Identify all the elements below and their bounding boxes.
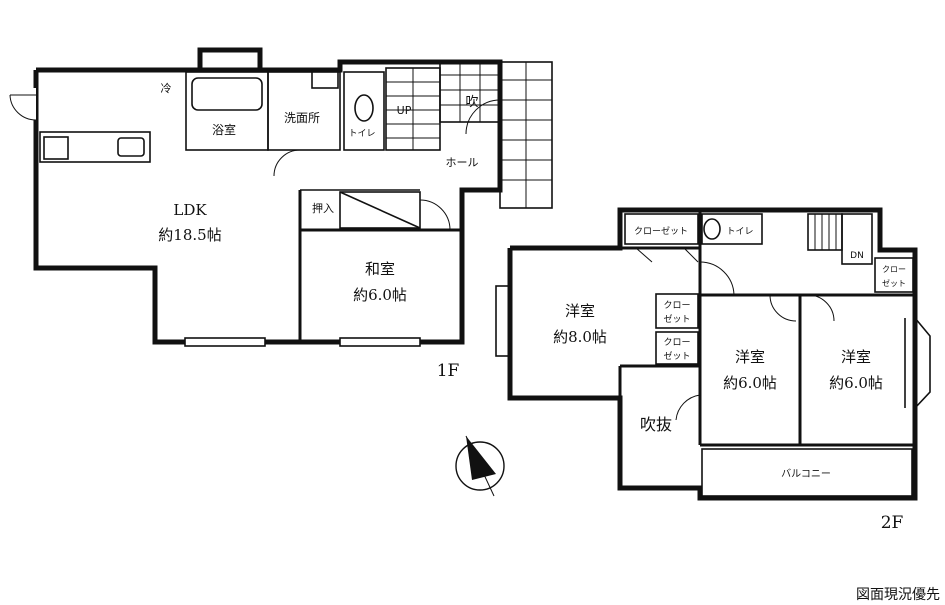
hall-door: [465, 99, 501, 135]
closet-c: [874, 257, 914, 293]
west1-door: [635, 247, 699, 263]
stairs-2f: [807, 213, 873, 265]
closet-top-label: クローゼット: [634, 225, 688, 237]
closet-a-label2: ゼット: [663, 313, 690, 325]
north-arrow-icon: [455, 435, 505, 497]
washbasin: [311, 69, 339, 89]
bathroom-wall: [185, 71, 269, 151]
stairs-top-label: 吹: [465, 95, 478, 110]
washroom-label: 洗面所: [284, 111, 320, 125]
floor1-outer-wall: [33, 59, 503, 345]
toilet-2f-label: トイレ: [726, 227, 753, 237]
floor1-label: 1F: [437, 361, 460, 381]
closet-b: [655, 331, 699, 365]
hallway-door: [699, 261, 735, 296]
top-bump-wall: [197, 47, 263, 70]
hall-label: ホール: [446, 156, 479, 169]
washroom-wall: [267, 71, 341, 151]
dn-label: DN: [850, 251, 864, 261]
ldk-door: [273, 149, 301, 177]
stairs-1f: [385, 67, 441, 151]
balcony-area: [701, 448, 913, 497]
closet-top: [624, 213, 699, 245]
west2-door: [769, 294, 797, 322]
western1-name: 洋室: [565, 302, 595, 320]
toilet-bowl: [354, 94, 374, 122]
oshiire-label: 押入: [312, 201, 334, 215]
ldk-size: 約18.5帖: [158, 226, 221, 244]
note-label: 図面現況優先: [856, 587, 940, 603]
bathtub: [191, 77, 263, 111]
washitsu-name: 和室: [365, 260, 395, 278]
window-west1: [495, 285, 511, 357]
toilet-wall: [343, 71, 385, 151]
sink: [117, 137, 145, 157]
floor-2: [495, 207, 931, 501]
ldk-name: LDK: [173, 201, 207, 219]
fukinuke-door: [675, 394, 701, 421]
up-label: UP: [397, 104, 412, 117]
west3-door: [807, 294, 835, 322]
closet-b-label1: クロー: [663, 337, 690, 348]
toilet-1f-label: トイレ: [348, 129, 375, 139]
balcony-label: バルコニー: [781, 468, 831, 480]
western2-size: 約6.0帖: [723, 374, 777, 392]
entrance-gap: [10, 88, 36, 120]
fukinuke-label: 吹抜: [640, 415, 672, 434]
western1-size: 約8.0帖: [553, 328, 607, 346]
kitchen-counter: [39, 131, 151, 163]
oshiire-box: [339, 191, 421, 229]
window-ldk: [184, 337, 266, 347]
closet-a: [655, 293, 699, 329]
floor2-label: 2F: [881, 513, 904, 533]
toilet-2f-wall: [701, 213, 763, 245]
western2-name: 洋室: [735, 348, 765, 366]
bath-label: 浴室: [212, 122, 236, 137]
western3-name: 洋室: [841, 348, 871, 366]
bay-window: [914, 317, 931, 409]
toilet-2f-bowl: [703, 218, 721, 240]
window-washitsu: [339, 337, 421, 347]
fridge-label: 冷: [161, 82, 172, 95]
floor-1: [9, 47, 553, 347]
western3-size: 約6.0帖: [829, 374, 883, 392]
washitsu-size: 約6.0帖: [353, 286, 407, 304]
closet-a-label1: クロー: [663, 300, 690, 311]
closet-c-label1: クロー: [882, 265, 906, 274]
closet-c-label2: ゼット: [882, 278, 906, 288]
hatched-area-1f: [439, 61, 553, 209]
washitsu-door: [419, 199, 451, 231]
closet-b-label2: ゼット: [663, 350, 690, 362]
entrance-door: [9, 94, 37, 121]
stove: [43, 136, 69, 160]
